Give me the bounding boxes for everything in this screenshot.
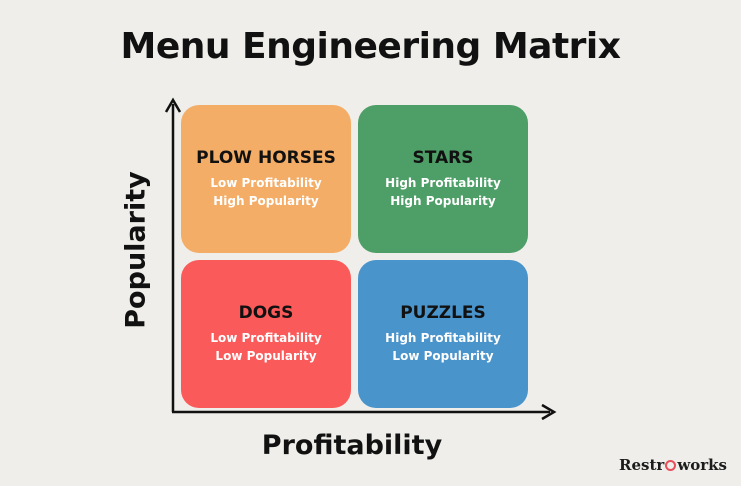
y-axis-label: Popularity [120,171,152,329]
quadrant-title: PUZZLES [400,303,486,323]
quadrant-title: PLOW HORSES [196,148,336,168]
brand-text-start: Restr [619,456,665,474]
quadrant-profitability: Low Profitability [210,176,322,190]
quadrant-stars: STARS High Profitability High Popularity [358,105,528,253]
brand-text-end: works [677,456,727,474]
quadrant-popularity: Low Popularity [392,349,494,363]
quadrant-dogs: DOGS Low Profitability Low Popularity [181,260,351,408]
quadrant-title: DOGS [238,303,294,323]
x-axis-arrowhead [541,403,557,421]
quadrant-profitability: High Profitability [385,176,501,190]
quadrant-puzzles: PUZZLES High Profitability Low Popularit… [358,260,528,408]
quadrant-title: STARS [412,148,474,168]
x-axis-label: Profitability [261,430,443,461]
quadrant-profitability: Low Profitability [210,331,322,345]
brand-logo: Restr works [619,456,727,474]
brand-o-icon [665,459,677,471]
quadrant-popularity: Low Popularity [215,349,317,363]
quadrant-profitability: High Profitability [385,331,501,345]
quadrant-popularity: High Popularity [213,194,319,208]
page-title: Menu Engineering Matrix [120,26,622,67]
quadrant-plow-horses: PLOW HORSES Low Profitability High Popul… [181,105,351,253]
y-axis-arrowhead [164,97,182,113]
quadrant-popularity: High Popularity [390,194,496,208]
